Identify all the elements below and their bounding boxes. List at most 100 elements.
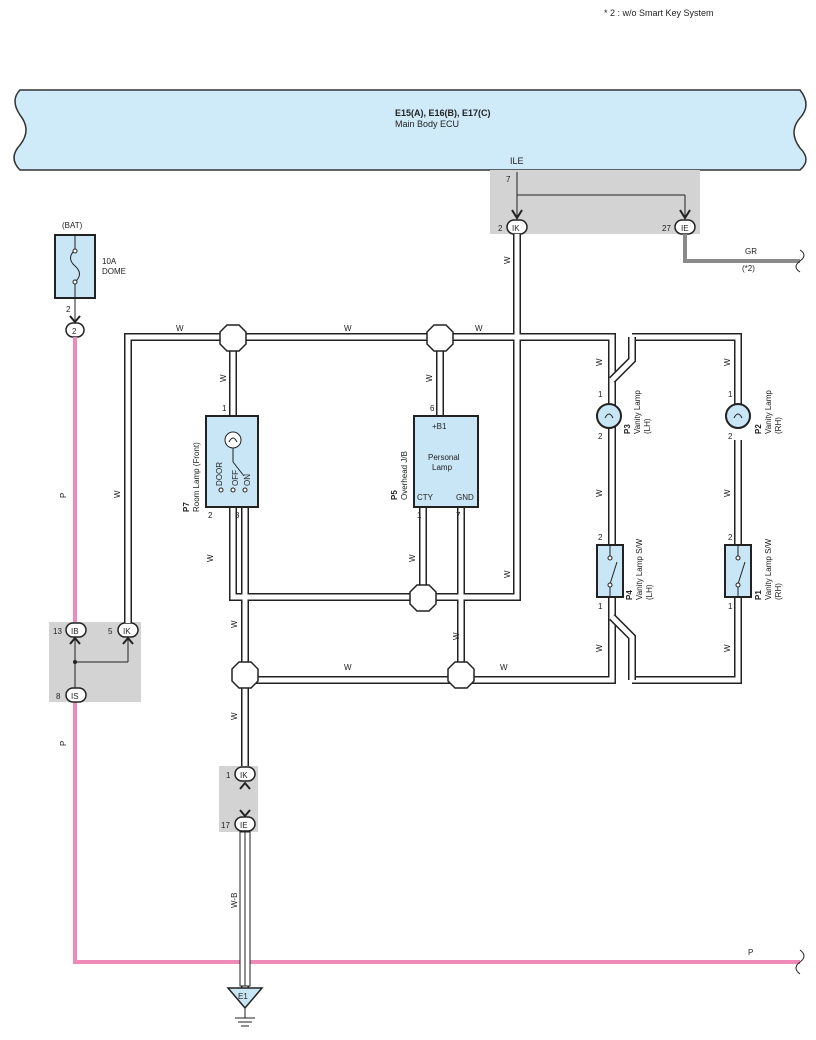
svg-text:Vanity Lamp S/W: Vanity Lamp S/W — [764, 538, 773, 600]
svg-text:W: W — [595, 489, 604, 497]
svg-text:W: W — [176, 324, 184, 333]
svg-text:Room Lamp (Front): Room Lamp (Front) — [192, 442, 201, 512]
svg-text:6: 6 — [430, 404, 435, 413]
svg-text:IK: IK — [512, 224, 520, 233]
svg-text:1: 1 — [417, 511, 422, 520]
w-labels: W W W W W W W W W W W W W W W W W W W W … — [113, 256, 732, 720]
svg-text:10A: 10A — [102, 257, 117, 266]
overhead-jb — [413, 415, 479, 508]
svg-text:1: 1 — [226, 771, 231, 780]
svg-text:(RH): (RH) — [774, 583, 783, 600]
svg-text:(LH): (LH) — [645, 584, 654, 600]
ecu-subtitle: Main Body ECU — [395, 119, 459, 129]
svg-text:W: W — [723, 358, 732, 366]
svg-text:P3: P3 — [623, 424, 632, 434]
svg-text:W: W — [344, 663, 352, 672]
svg-text:W: W — [503, 570, 512, 578]
connector-ie-low — [234, 816, 256, 832]
smart-key-note: * 2 : w/o Smart Key System — [604, 8, 714, 18]
svg-text:W: W — [206, 554, 215, 562]
svg-text:P1: P1 — [754, 590, 763, 600]
svg-text:2: 2 — [66, 305, 71, 314]
ecu-title: E15(A), E16(B), E17(C) — [395, 108, 491, 118]
svg-text:8: 8 — [56, 692, 61, 701]
svg-text:W: W — [475, 324, 483, 333]
svg-text:1: 1 — [598, 602, 603, 611]
svg-text:IK: IK — [240, 771, 248, 780]
ecu-body — [13, 89, 807, 171]
svg-text:P: P — [59, 741, 68, 746]
svg-text:IE: IE — [681, 224, 689, 233]
svg-text:3: 3 — [235, 511, 240, 520]
svg-text:W-B: W-B — [230, 893, 239, 908]
vanity-lamp-lh-icon — [596, 403, 622, 429]
svg-text:2: 2 — [728, 533, 733, 542]
svg-text:P2: P2 — [754, 424, 763, 434]
room-lamp — [205, 415, 259, 508]
svg-text:1: 1 — [728, 390, 733, 399]
svg-text:W: W — [230, 712, 239, 720]
svg-text:W: W — [344, 324, 352, 333]
vanity-lamp-rh-icon — [725, 403, 751, 429]
svg-text:5: 5 — [108, 627, 113, 636]
svg-text:DOOR: DOOR — [215, 462, 224, 486]
svg-text:W: W — [595, 644, 604, 652]
svg-text:Vanity Lamp: Vanity Lamp — [633, 390, 642, 434]
svg-text:W: W — [452, 632, 461, 640]
svg-text:OFF: OFF — [231, 470, 240, 486]
ground-e1 — [226, 987, 264, 1010]
svg-text:1: 1 — [728, 602, 733, 611]
w-wires — [124, 234, 742, 990]
fuse-source: (BAT) — [62, 221, 83, 230]
svg-text:GR: GR — [745, 247, 757, 256]
svg-text:2: 2 — [498, 224, 503, 233]
svg-text:P: P — [59, 493, 68, 498]
connector-is — [65, 687, 87, 703]
svg-text:IE: IE — [240, 821, 248, 830]
svg-text:Vanity Lamp S/W: Vanity Lamp S/W — [635, 538, 644, 600]
svg-text:1: 1 — [598, 390, 603, 399]
svg-text:W: W — [500, 663, 508, 672]
svg-text:W: W — [595, 358, 604, 366]
junctions — [219, 324, 475, 689]
svg-text:W: W — [113, 490, 122, 498]
svg-text:2: 2 — [208, 511, 213, 520]
svg-text:Overhead J/B: Overhead J/B — [400, 451, 409, 500]
svg-text:IK: IK — [123, 627, 131, 636]
svg-text:W: W — [425, 374, 434, 382]
vanity-switch-rh-icon — [737, 561, 746, 585]
svg-text:W: W — [230, 620, 239, 628]
svg-text:W: W — [219, 374, 228, 382]
svg-text:W: W — [723, 489, 732, 497]
svg-text:GND: GND — [456, 493, 474, 502]
svg-text:Vanity Lamp: Vanity Lamp — [764, 390, 773, 434]
svg-text:Personal: Personal — [428, 453, 460, 462]
svg-text:7: 7 — [456, 511, 461, 520]
svg-text:+B1: +B1 — [432, 422, 447, 431]
connector-ik-low — [234, 766, 256, 782]
room-lamp-bulb-icon — [224, 431, 242, 449]
fuse-icon — [70, 249, 80, 283]
vanity-switch-lh-icon — [609, 561, 618, 585]
svg-text:IS: IS — [71, 692, 79, 701]
svg-text:ON: ON — [243, 474, 252, 486]
svg-text:W: W — [723, 644, 732, 652]
gr-wire — [683, 234, 800, 263]
svg-text:Lamp: Lamp — [432, 463, 453, 472]
ecu-terminal: ILE — [510, 156, 524, 166]
connector-ib — [65, 622, 87, 638]
svg-text:P4: P4 — [625, 590, 634, 600]
svg-text:E1: E1 — [238, 992, 248, 1001]
ecu-pin-7: 7 — [506, 175, 511, 184]
svg-text:(LH): (LH) — [643, 418, 652, 434]
svg-text:17: 17 — [221, 821, 230, 830]
room-lamp-switch-icon — [232, 461, 245, 477]
svg-text:2: 2 — [72, 327, 77, 336]
svg-text:CTY: CTY — [417, 493, 434, 502]
svg-text:(*2): (*2) — [742, 264, 755, 273]
svg-text:1: 1 — [222, 404, 227, 413]
svg-text:W: W — [408, 554, 417, 562]
svg-text:2: 2 — [728, 432, 733, 441]
svg-text:DOME: DOME — [102, 267, 126, 276]
